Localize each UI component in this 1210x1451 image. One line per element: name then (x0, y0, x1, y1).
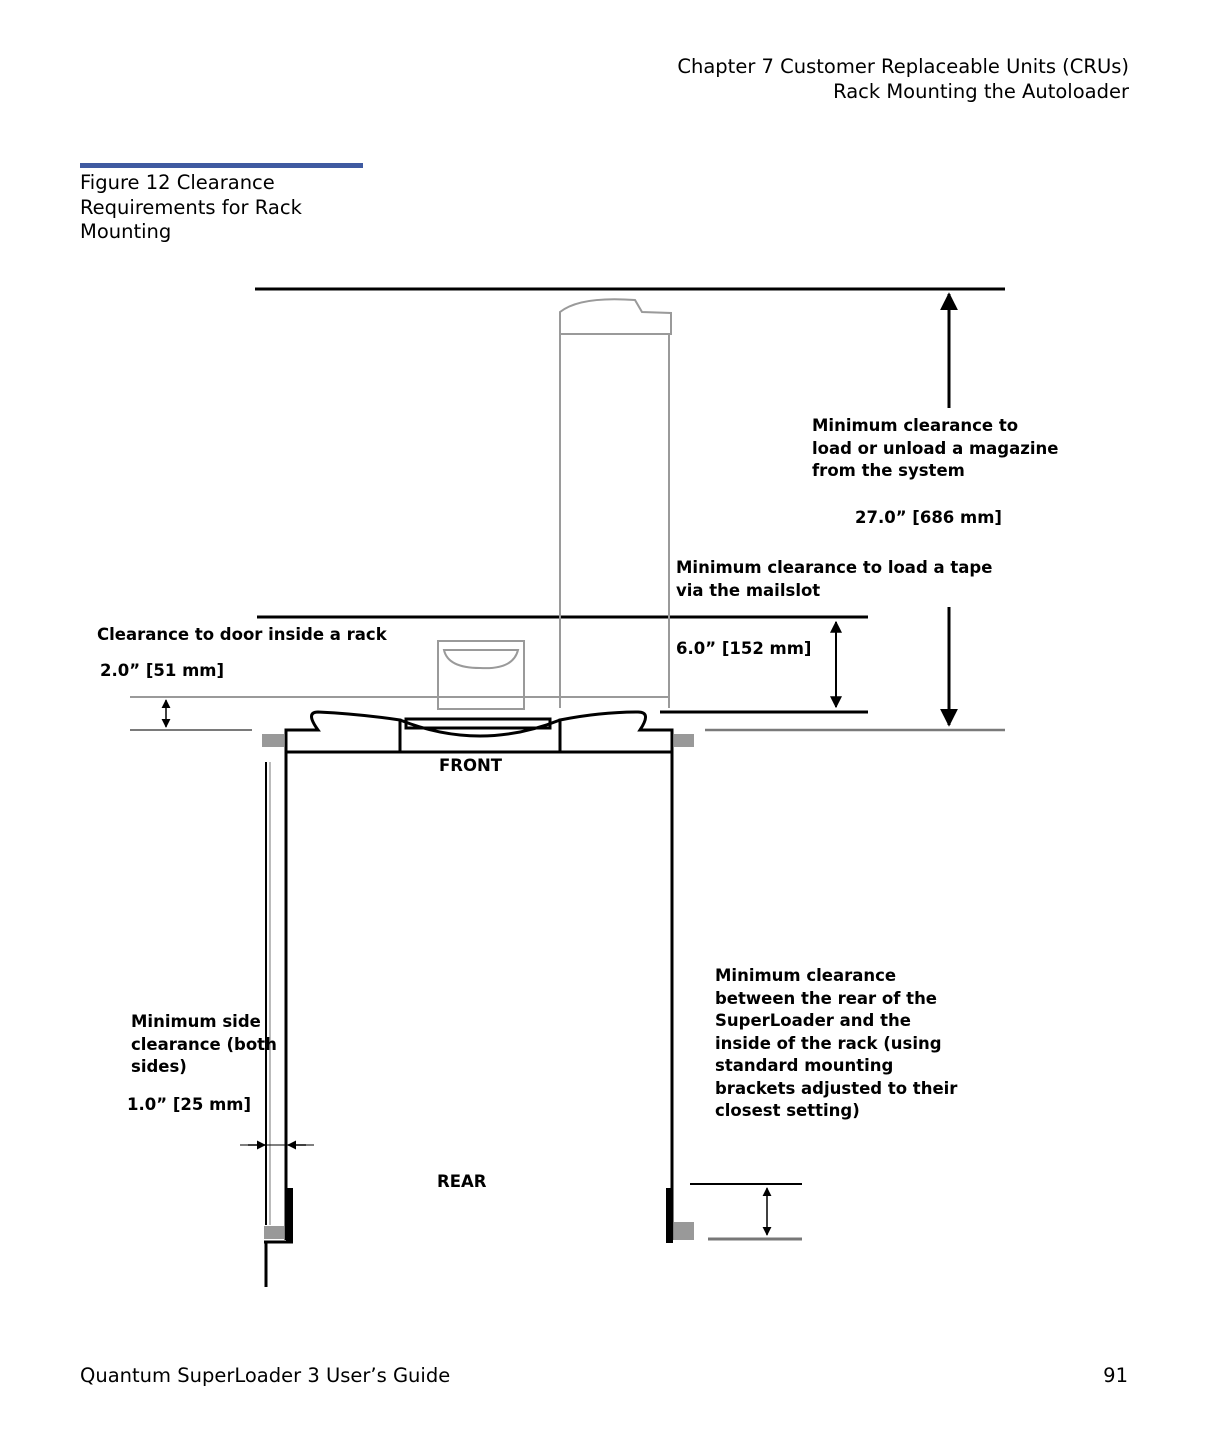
running-header: Chapter 7 Customer Replaceable Units (CR… (677, 54, 1129, 104)
figure-caption-line: Figure 12 Clearance (80, 171, 275, 194)
label-line: Minimum side (131, 1012, 261, 1031)
rack-post-left-rear (264, 1226, 284, 1239)
figure-caption-line: Mounting (80, 220, 172, 243)
superloader-front (284, 710, 674, 754)
extended-magazine (559, 298, 672, 708)
label-line: Minimum clearance to load a tape (676, 558, 993, 577)
label-line: brackets adjusted to their (715, 1078, 958, 1098)
label-line: standard mounting (715, 1056, 894, 1075)
header-section: Rack Mounting the Autoloader (833, 80, 1129, 103)
door-clearance-label: Clearance to door inside a rack (97, 625, 387, 644)
mailslot-clearance-value: 6.0” [152 mm] (676, 639, 812, 658)
figure-caption: Figure 12 Clearance Requirements for Rac… (80, 171, 340, 245)
label-line: load or unload a magazine (812, 438, 1059, 458)
side-clearance-value: 1.0” [25 mm] (127, 1095, 251, 1114)
label-line: closest setting) (715, 1101, 860, 1120)
label-line: SuperLoader and the (715, 1011, 911, 1030)
rear-bracket-right (666, 1188, 673, 1243)
door-clearance-value: 2.0” [51 mm] (100, 661, 224, 680)
magazine-clearance-value: 27.0” [686 mm] (855, 508, 1002, 527)
rear-clearance-label: Minimum clearance between the rear of th… (715, 965, 957, 1123)
page-number: 91 (1103, 1364, 1128, 1387)
figure-rule (80, 163, 363, 168)
header-chapter: Chapter 7 Customer Replaceable Units (CR… (677, 55, 1129, 78)
rear-label: REAR (437, 1172, 487, 1191)
label-line: from the system (812, 461, 965, 480)
rack-post-left-top (262, 734, 284, 747)
magazine-clearance-label: Minimum clearance to load or unload a ma… (812, 415, 1058, 483)
mailslot-clearance-label: Minimum clearance to load a tape via the… (676, 557, 992, 602)
label-line: Minimum clearance to (812, 416, 1019, 435)
label-line: sides) (131, 1057, 187, 1076)
rack-post-right-top (674, 734, 694, 747)
label-line: between the rear of the (715, 988, 938, 1008)
footer-title: Quantum SuperLoader 3 User’s Guide (80, 1364, 451, 1387)
label-line: clearance (both (131, 1034, 277, 1054)
rack-post-right-rear (674, 1222, 694, 1240)
figure-caption-line: Requirements for Rack (80, 195, 302, 219)
mailslot-tape (437, 640, 525, 710)
label-line: Minimum clearance (715, 966, 897, 985)
label-line: via the mailslot (676, 580, 821, 600)
rear-bracket-left (286, 1188, 293, 1243)
side-clearance-label: Minimum side clearance (both sides) (131, 1011, 277, 1079)
front-label: FRONT (439, 756, 503, 775)
label-line: inside of the rack (using (715, 1033, 942, 1053)
